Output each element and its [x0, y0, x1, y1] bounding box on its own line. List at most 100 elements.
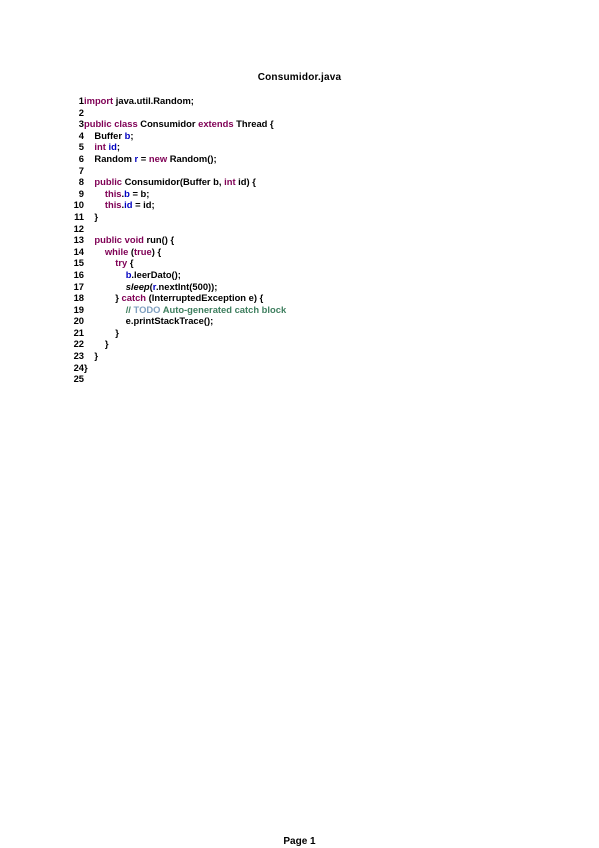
- code-token: import: [84, 95, 114, 106]
- code-token: =: [138, 152, 149, 164]
- page-footer: Page 1: [283, 836, 316, 847]
- code-token: while: [104, 245, 129, 257]
- code-text: public void run() {: [84, 234, 174, 246]
- code-text: Buffer b;: [84, 129, 134, 142]
- code-line: 25: [71, 373, 531, 385]
- line-number: 22: [73, 338, 84, 350]
- code-line: 23 }: [71, 350, 531, 362]
- code-text: public class Consumidor extends Thread {: [84, 118, 274, 130]
- line-number: 20: [73, 315, 84, 327]
- code-token: public: [94, 176, 123, 188]
- code-token: = b;: [129, 187, 150, 199]
- code-token: Random: [84, 152, 135, 164]
- code-line: 15 try {: [71, 257, 531, 269]
- code-token: [84, 141, 94, 152]
- code-token: [84, 188, 105, 199]
- code-line: 7: [71, 165, 531, 177]
- code-token: b: [124, 187, 130, 199]
- line-number: 15: [73, 257, 84, 269]
- code-token: Consumidor: [137, 118, 199, 130]
- code-token: }: [84, 361, 88, 373]
- line-number: 19: [73, 303, 84, 315]
- code-text: b.leerDato();: [84, 269, 181, 281]
- line-number: 9: [78, 187, 84, 199]
- code-text: while (true) {: [84, 246, 161, 258]
- code-token: public: [94, 234, 123, 246]
- code-line: 9 this.b = b;: [71, 188, 531, 200]
- code-line: 19 // TODO Auto-generated catch block: [71, 304, 531, 316]
- code-token: ;: [130, 129, 134, 141]
- code-line: 22 }: [71, 338, 531, 350]
- code-token: e.printStackTrace();: [84, 315, 214, 327]
- line-number: 8: [78, 176, 84, 188]
- code-text: } catch (InterruptedException e) {: [84, 292, 263, 304]
- code-text: try {: [84, 257, 134, 269]
- code-token: .: [121, 187, 125, 199]
- code-text: int id;: [84, 141, 120, 153]
- code-token: run() {: [143, 234, 175, 246]
- line-number: 4: [78, 129, 84, 141]
- code-token: int: [224, 176, 236, 188]
- code-token: }: [84, 350, 99, 362]
- line-number: 13: [73, 234, 84, 246]
- code-token: class: [114, 118, 138, 130]
- code-token: }: [84, 326, 119, 338]
- code-token: [84, 269, 126, 280]
- code-text: }: [84, 362, 88, 374]
- code-token: id: [124, 199, 133, 211]
- code-line: 20 e.printStackTrace();: [71, 315, 531, 327]
- code-line: 12: [71, 223, 531, 235]
- code-token: b: [124, 129, 131, 141]
- code-line: 11 }: [71, 211, 531, 223]
- code-token: }: [84, 338, 109, 350]
- code-token: [84, 176, 94, 187]
- code-token: .nextInt(500));: [155, 280, 218, 292]
- code-line: 14 while (true) {: [71, 246, 531, 258]
- code-token: [84, 281, 126, 292]
- code-token: void: [124, 234, 144, 246]
- code-text: }: [84, 350, 98, 362]
- code-token: .leerDato();: [131, 268, 181, 280]
- code-token: sleep: [125, 280, 150, 292]
- line-number: 11: [74, 210, 84, 222]
- code-text: // TODO Auto-generated catch block: [84, 304, 286, 316]
- line-number: 2: [78, 106, 84, 118]
- code-line: 16 b.leerDato();: [71, 269, 531, 281]
- code-line: 2: [71, 107, 531, 119]
- code-token: [84, 304, 126, 315]
- line-number: 24: [73, 361, 84, 373]
- code-text: Random r = new Random();: [84, 152, 217, 165]
- code-line: 8 public Consumidor(Buffer b, int id) {: [71, 176, 531, 188]
- code-token: .: [121, 199, 125, 211]
- line-number: 17: [73, 280, 84, 292]
- line-number: 7: [78, 164, 84, 176]
- code-token: Thread {: [233, 118, 274, 130]
- code-line: 18 } catch (InterruptedException e) {: [71, 292, 531, 304]
- code-token: b: [125, 268, 132, 280]
- code-token: Random();: [167, 152, 217, 164]
- code-text: public Consumidor(Buffer b, int id) {: [84, 176, 255, 188]
- line-number: 25: [73, 373, 84, 385]
- code-token: TODO: [133, 303, 161, 315]
- code-token: = id;: [132, 199, 155, 211]
- code-token: {: [127, 257, 134, 269]
- code-line: 17 sleep(r.nextInt(500));: [71, 281, 531, 293]
- code-line: 24}: [71, 362, 531, 374]
- line-number: 21: [73, 326, 84, 338]
- code-token: }: [84, 210, 99, 222]
- code-token: try: [115, 257, 128, 269]
- line-number: 18: [73, 292, 84, 304]
- code-token: (: [128, 245, 135, 257]
- code-token: r: [152, 280, 156, 292]
- code-token: id: [108, 141, 117, 153]
- code-line: 5 int id;: [71, 141, 531, 153]
- code-token: }: [84, 292, 122, 304]
- code-token: ;: [116, 141, 120, 153]
- code-token: int: [94, 141, 106, 153]
- code-token: true: [134, 245, 152, 257]
- code-token: new: [148, 152, 168, 164]
- code-text: e.printStackTrace();: [84, 315, 214, 327]
- code-token: this: [104, 199, 122, 211]
